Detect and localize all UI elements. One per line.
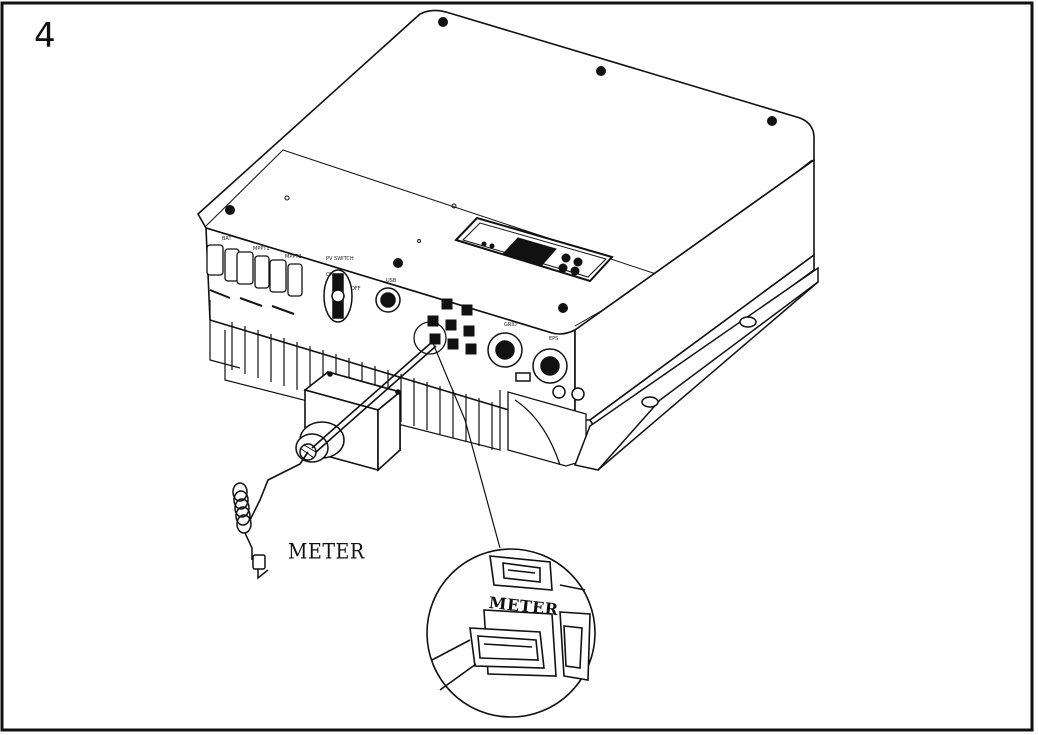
- meter-cable: [249, 341, 437, 521]
- step-number: 4: [34, 16, 56, 56]
- mounting-bracket: [573, 266, 819, 471]
- label-pv-switch: PV SWITCH: [326, 256, 354, 262]
- label-bat: BAT: [222, 236, 232, 242]
- label-usb: USB: [386, 278, 397, 284]
- label-mppt2: MPPT2: [285, 254, 302, 260]
- fan-housing: [507, 391, 587, 467]
- cable-plug: [252, 554, 269, 580]
- comm-ports: [427, 298, 477, 355]
- pv-connectors: [206, 244, 303, 315]
- pv-switch: [323, 269, 353, 323]
- cover-screws: [225, 17, 777, 313]
- label-grid: GRID: [504, 322, 517, 328]
- zoom-detail: [426, 548, 596, 718]
- callout-origin-circle: [413, 321, 447, 355]
- callout-line: [429, 335, 501, 549]
- coiled-cable: [232, 482, 253, 560]
- panel-labels: BAT MPPT1 MPPT2 PV SWITCH ON OFF USB GRI…: [222, 236, 558, 342]
- lcd-display-panel: [454, 216, 614, 283]
- label-switch-on: ON: [326, 272, 334, 278]
- grid-eps-connectors: [487, 332, 585, 401]
- meter-cable-label: METER: [288, 539, 365, 565]
- label-switch-off: OFF: [351, 286, 361, 292]
- usb-port: [375, 287, 401, 313]
- label-mppt1: MPPT1: [253, 246, 270, 252]
- label-eps: EPS: [549, 336, 558, 342]
